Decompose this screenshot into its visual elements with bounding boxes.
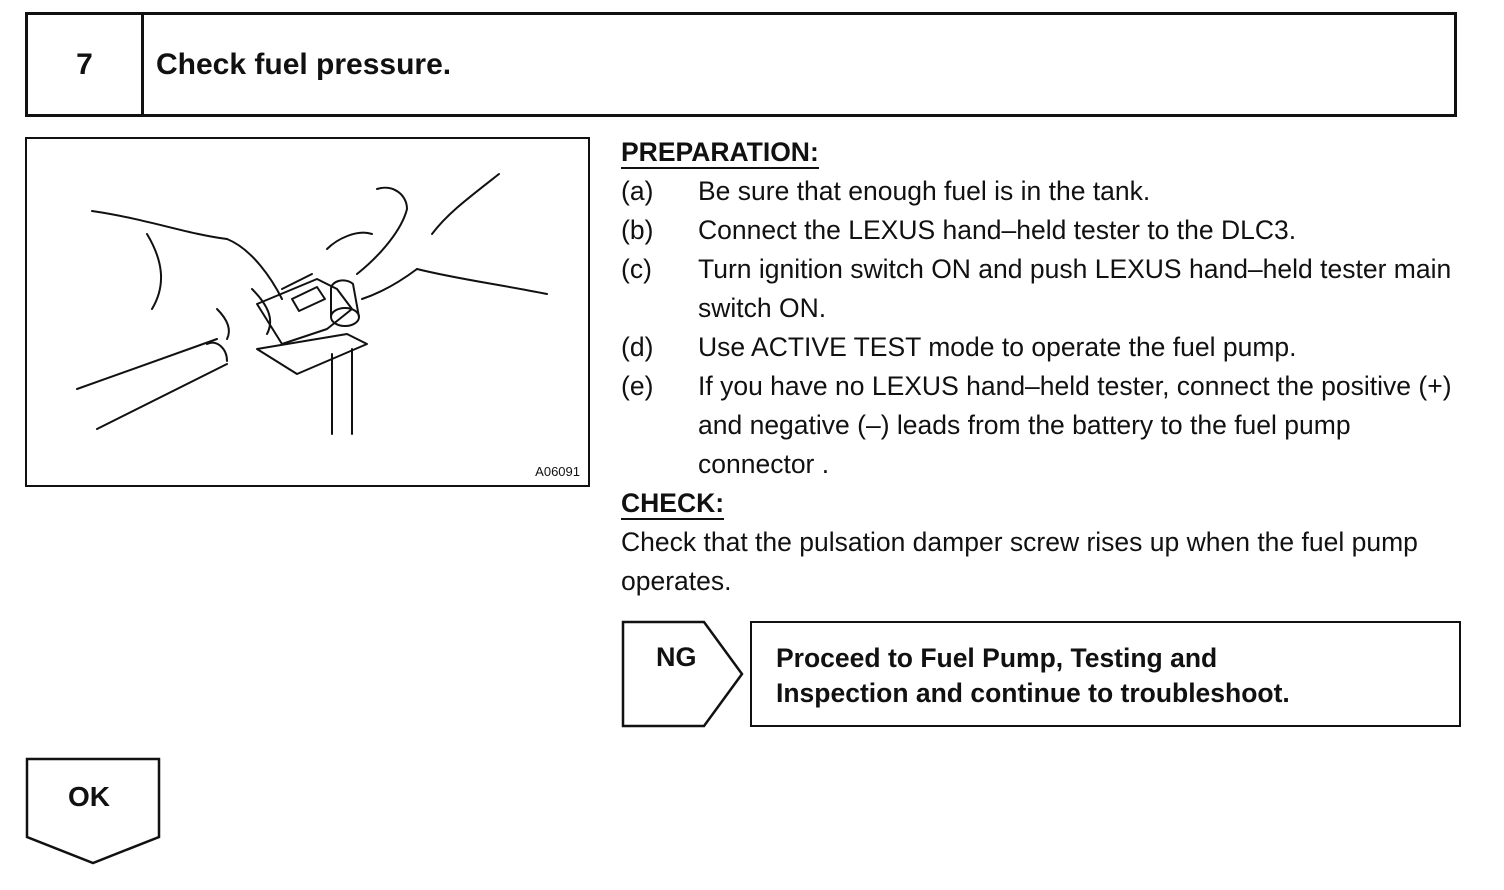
list-item: (a) Be sure that enough fuel is in the t… xyxy=(621,172,1461,211)
list-item: (e) If you have no LEXUS hand–held teste… xyxy=(621,367,1461,484)
ng-label: NG xyxy=(656,642,697,672)
ok-label: OK xyxy=(68,781,110,812)
list-item: (d) Use ACTIVE TEST mode to operate the … xyxy=(621,328,1461,367)
item-tag: (d) xyxy=(621,332,654,362)
ok-indicator: OK xyxy=(25,757,163,872)
item-tag: (e) xyxy=(621,371,654,401)
list-item: (c) Turn ignition switch ON and push LEX… xyxy=(621,250,1461,328)
item-tag: (c) xyxy=(621,254,652,284)
ng-action-line: Proceed to Fuel Pump, Testing and xyxy=(776,643,1218,673)
item-text: Turn ignition switch ON and push LEXUS h… xyxy=(698,254,1452,323)
figure-code: A06091 xyxy=(535,464,580,479)
hand-pinching-fuel-hose-illustration xyxy=(76,173,548,435)
list-item: (b) Connect the LEXUS hand–held tester t… xyxy=(621,211,1461,250)
ng-action-box: Proceed to Fuel Pump, Testing and Inspec… xyxy=(750,621,1461,727)
item-text: Be sure that enough fuel is in the tank. xyxy=(698,176,1151,206)
step-header: 7 Check fuel pressure. xyxy=(25,12,1457,117)
item-text: Connect the LEXUS hand–held tester to th… xyxy=(698,215,1297,245)
ng-arrow-shape xyxy=(621,620,744,728)
ng-action-line: Inspection and continue to troubleshoot. xyxy=(776,678,1290,708)
item-tag: (a) xyxy=(621,176,654,206)
item-text: Use ACTIVE TEST mode to operate the fuel… xyxy=(698,332,1297,362)
item-text: If you have no LEXUS hand–held tester, c… xyxy=(698,371,1452,479)
ok-arrow-shape xyxy=(25,757,161,865)
item-tag: (b) xyxy=(621,215,654,245)
instructions: PREPARATION: (a) Be sure that enough fue… xyxy=(621,133,1461,601)
check-label: CHECK: xyxy=(621,488,725,520)
preparation-label: PREPARATION: xyxy=(621,137,819,169)
figure: A06091 xyxy=(25,137,590,487)
step-number: 7 xyxy=(28,15,144,114)
check-text: Check that the pulsation damper screw ri… xyxy=(621,527,1418,596)
step-title: Check fuel pressure. xyxy=(156,47,452,81)
ng-indicator: NG xyxy=(621,620,746,733)
